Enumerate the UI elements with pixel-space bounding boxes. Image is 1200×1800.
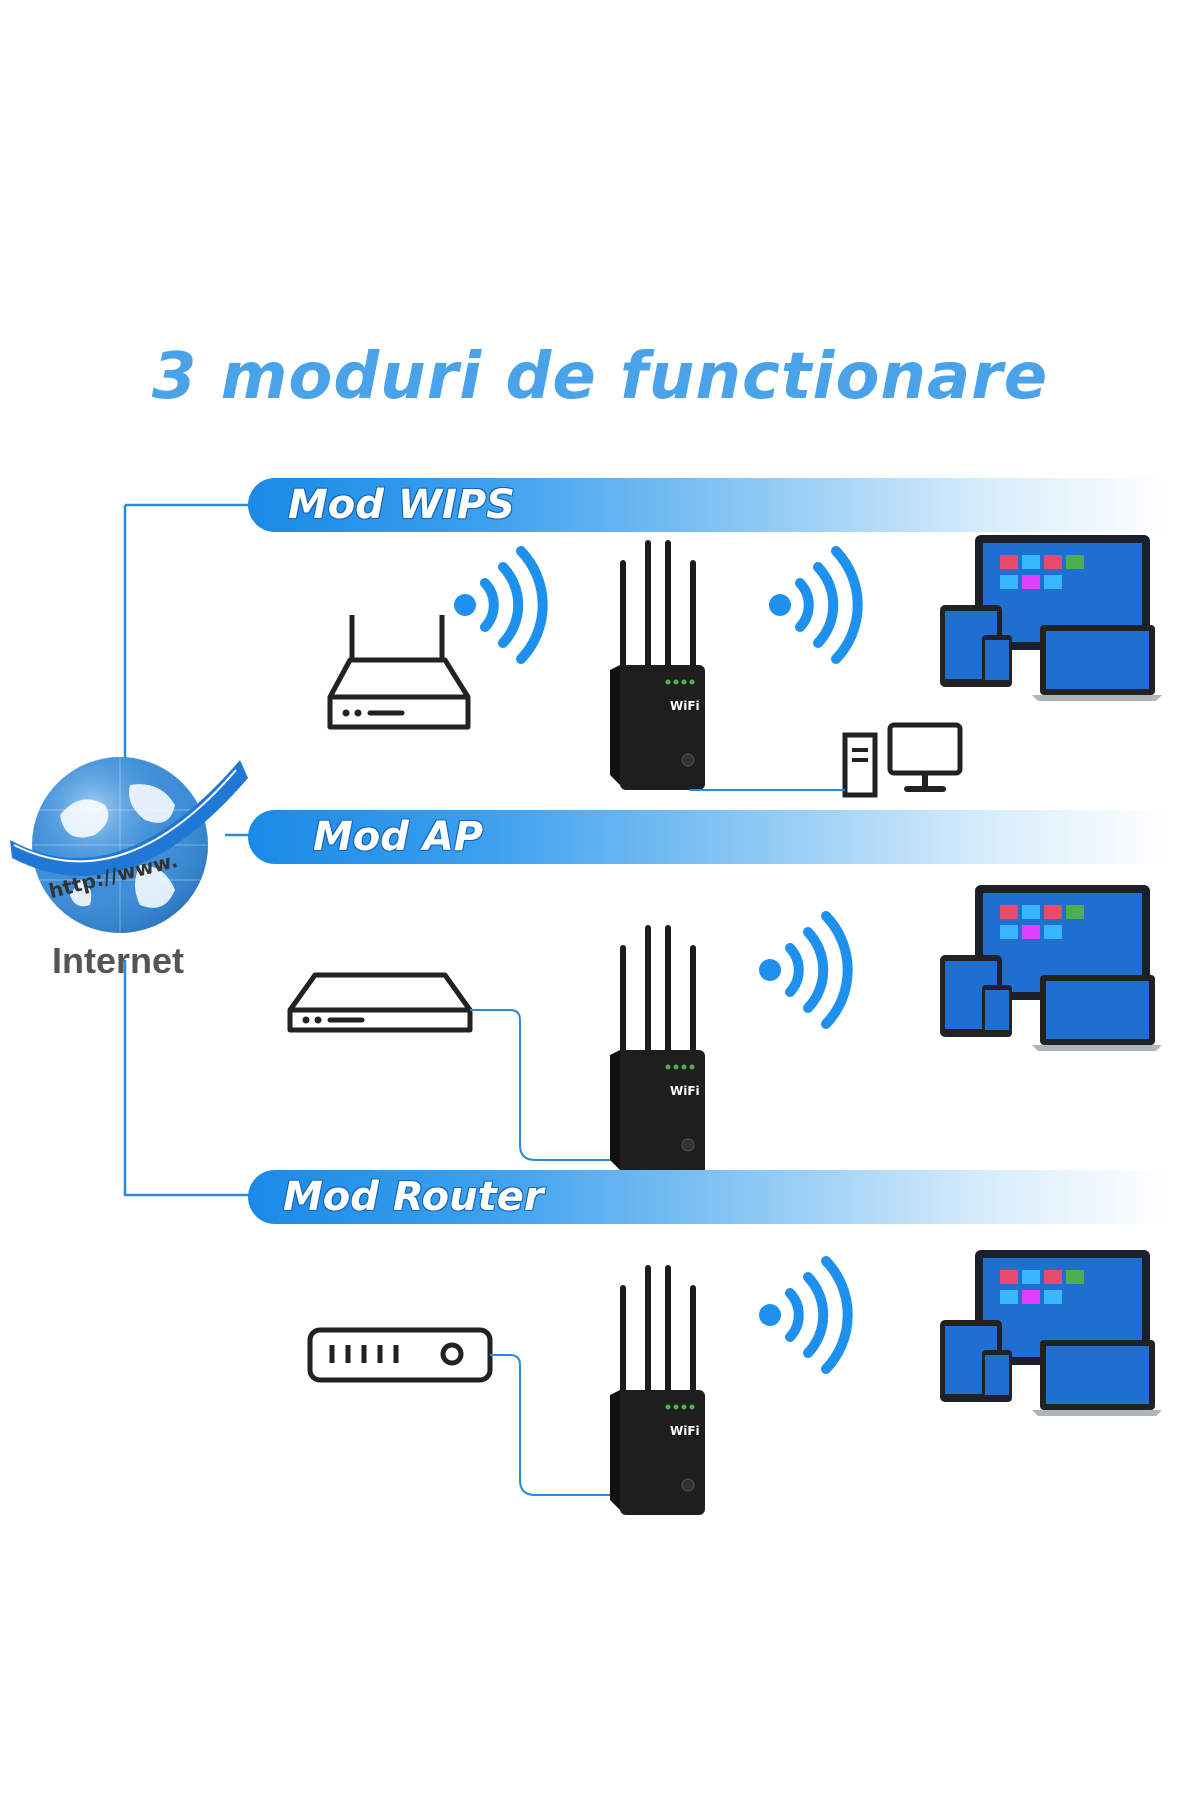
- devices-icon: [940, 1250, 1162, 1416]
- mode-label-ap: Mod AP: [313, 814, 484, 860]
- mode-banner-router: Mod Router: [248, 1170, 1168, 1224]
- wifi-repeater-icon: WiFi: [610, 540, 705, 790]
- mode-banner-ap: Mod AP: [248, 810, 1168, 864]
- internet-label: Internet: [52, 940, 185, 981]
- internet-connector-line: [123, 503, 250, 1197]
- switch-icon: [287, 972, 473, 1033]
- mode-label-router: Mod Router: [283, 1174, 544, 1220]
- ethernet-cable: [490, 1354, 625, 1496]
- wifi-repeater-icon: WiFi: [610, 1265, 705, 1515]
- desktop-computer-icon: [842, 722, 963, 798]
- wifi-repeater-icon: WiFi: [610, 925, 705, 1175]
- wifi-signal-icon: [759, 911, 853, 1029]
- wifi-signal-icon: [769, 546, 863, 664]
- repeater-brand: WiFi: [670, 1424, 700, 1438]
- router-icon: [327, 615, 471, 730]
- repeater-brand: WiFi: [670, 699, 700, 713]
- wifi-signal-icon: [759, 1256, 853, 1374]
- page-title: 3 moduri de functionare: [151, 340, 1049, 414]
- ethernet-cable: [470, 1009, 625, 1161]
- wifi-signal-icon: [454, 546, 548, 664]
- devices-icon: [940, 885, 1162, 1051]
- repeater-brand: WiFi: [670, 1084, 700, 1098]
- mode-label-wips: Mod WIPS: [288, 482, 515, 528]
- modem-icon: [307, 1327, 493, 1383]
- devices-icon: [940, 535, 1162, 701]
- globe-icon: http://www.: [10, 757, 248, 933]
- mode-banner-wips: Mod WIPS: [248, 478, 1168, 532]
